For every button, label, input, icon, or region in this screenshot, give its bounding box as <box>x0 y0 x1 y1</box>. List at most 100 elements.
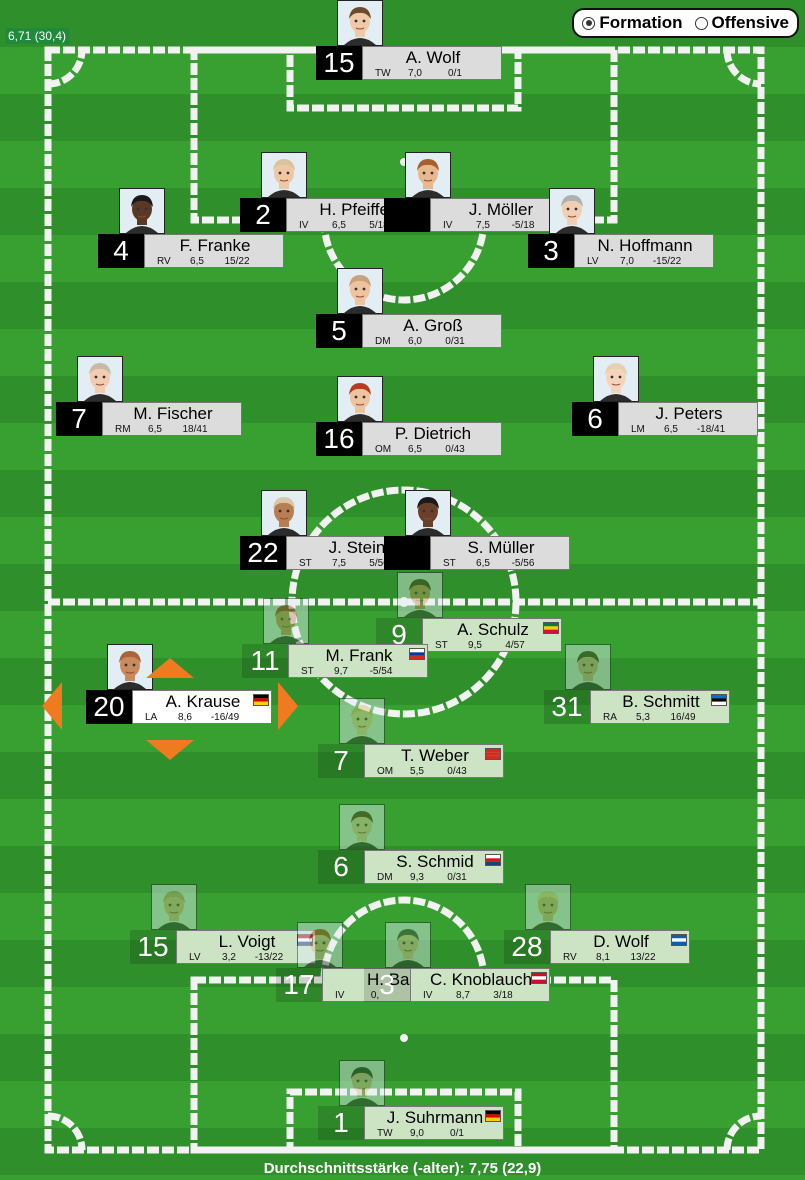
player-avatar <box>405 490 451 536</box>
formation-radio-icon[interactable] <box>582 16 596 30</box>
player-avatar <box>593 356 639 402</box>
move-down-arrow-icon[interactable] <box>146 740 194 760</box>
player-strength: 7,0 <box>408 68 422 79</box>
shirt-number: 16 <box>316 422 362 456</box>
offensive-radio-icon[interactable] <box>694 16 708 30</box>
shirt-number: 22 <box>240 536 286 570</box>
player-name: P. Dietrich <box>394 424 472 443</box>
shirt-number: 20 <box>86 690 132 724</box>
player-avatar-icon <box>262 491 306 535</box>
player-position: DM <box>375 336 391 347</box>
player-strength: 7,5 <box>332 558 346 569</box>
player-avatar <box>297 922 343 968</box>
player-record: 0/43 <box>445 444 465 455</box>
player-record: 0/1 <box>450 1128 464 1139</box>
move-up-arrow-icon[interactable] <box>146 658 194 678</box>
player-position: RM <box>115 424 131 435</box>
player-avatar-icon <box>406 491 450 535</box>
player-avatar <box>385 922 431 968</box>
player-avatar-icon <box>594 357 638 401</box>
player-avatar-icon <box>340 805 384 849</box>
player-name: A. Groß <box>403 316 463 335</box>
nationality-flag-icon <box>485 854 501 866</box>
player-avatar-icon <box>78 357 122 401</box>
player-avatar <box>337 268 383 314</box>
nationality-flag-icon <box>543 622 559 634</box>
player-position: TW <box>377 1128 393 1139</box>
player-name: H. Pfeiffer <box>319 200 395 219</box>
player-record: 18/41 <box>182 424 208 435</box>
player-name: J. Suhrmann <box>386 1108 484 1127</box>
player-record: 13/22 <box>630 952 656 963</box>
nationality-flag-icon <box>711 694 727 706</box>
player-avatar-icon <box>120 189 164 233</box>
player-avatar-icon <box>386 923 430 967</box>
player-name: D. Wolf <box>593 932 649 951</box>
player-avatar-icon <box>550 189 594 233</box>
average-strength: Durchschnittsstärke (-alter): 7,75 (22,9… <box>263 1160 542 1177</box>
player-position: OM <box>377 766 394 777</box>
nationality-flag-icon <box>409 648 425 660</box>
player-name: N. Hoffmann <box>597 236 693 255</box>
player-strength: 7,5 <box>476 220 490 231</box>
move-right-arrow-icon[interactable] <box>278 682 298 730</box>
view-mode-selector: Formation Offensive <box>572 8 799 38</box>
player-avatar <box>337 376 383 422</box>
player-strength: 7,0 <box>620 256 634 267</box>
player-strength: 3,2 <box>222 952 236 963</box>
player-record: -5/18 <box>511 220 535 231</box>
player-name: M. Fischer <box>133 404 213 423</box>
player-position: DM <box>377 872 393 883</box>
shirt-number: 4 <box>98 234 144 268</box>
offensive-option[interactable]: Offensive <box>694 13 789 33</box>
player-position: ST <box>299 558 312 569</box>
player-record: -5/56 <box>511 558 535 569</box>
player-avatar <box>525 884 571 930</box>
player-strength: 8,1 <box>596 952 610 963</box>
player-avatar <box>405 152 451 198</box>
formation-option[interactable]: Formation <box>582 13 683 33</box>
player-position: ST <box>301 666 314 677</box>
player-name: L. Voigt <box>218 932 276 951</box>
player-strength: 6,5 <box>476 558 490 569</box>
player-position: LM <box>631 424 645 435</box>
player-name: C. Knoblauch <box>429 970 533 989</box>
player-strength: 6,0 <box>408 336 422 347</box>
player-record: -5/54 <box>369 666 393 677</box>
player-strength: 5,3 <box>636 712 650 723</box>
player-avatar <box>339 698 385 744</box>
player-avatar <box>119 188 165 234</box>
player-position: OM <box>375 444 392 455</box>
player-position: RA <box>603 712 617 723</box>
move-left-arrow-icon[interactable] <box>42 682 62 730</box>
